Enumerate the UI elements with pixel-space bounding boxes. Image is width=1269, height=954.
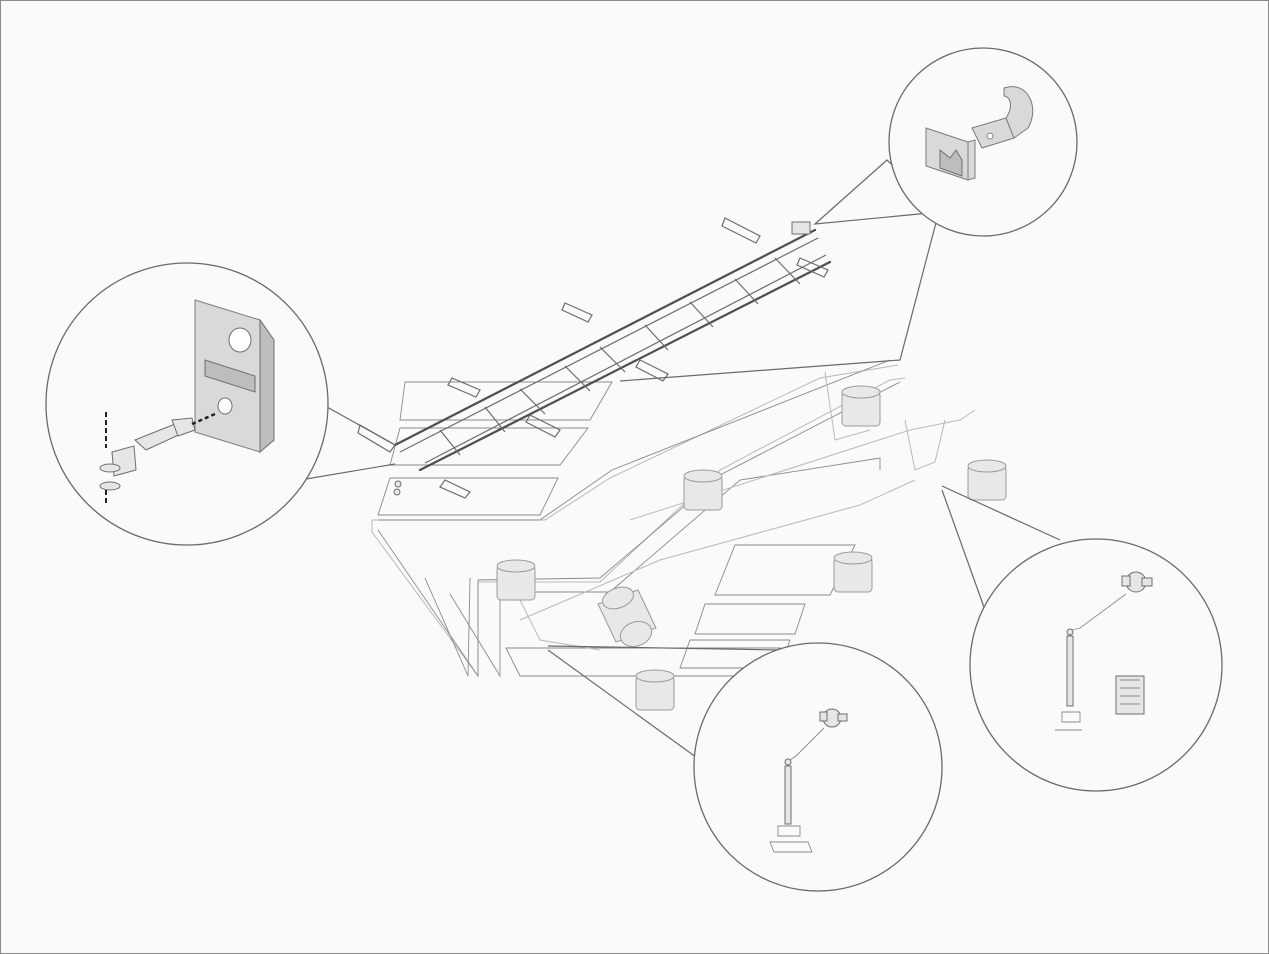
valve-rod-icon [769, 708, 848, 853]
valve-rod-icon [1055, 571, 1153, 731]
air-spring [683, 469, 723, 511]
pin-coupling-detail [45, 262, 396, 546]
air-spring [496, 559, 536, 601]
air-springs [496, 385, 1007, 711]
air-spring [635, 669, 675, 711]
valve-rod-detail-right [941, 485, 1223, 792]
air-spring [841, 385, 881, 427]
air-tank [597, 586, 657, 648]
pin-coupling-icon [99, 299, 275, 505]
valve-rod-detail-bottom [547, 642, 943, 892]
air-spring [967, 459, 1007, 501]
tow-hitch-icon [925, 86, 1034, 181]
air-spring [833, 551, 873, 593]
tow-hitch-detail [619, 47, 1078, 382]
air-line-outlines [371, 359, 976, 678]
chassis-frame [357, 217, 832, 499]
